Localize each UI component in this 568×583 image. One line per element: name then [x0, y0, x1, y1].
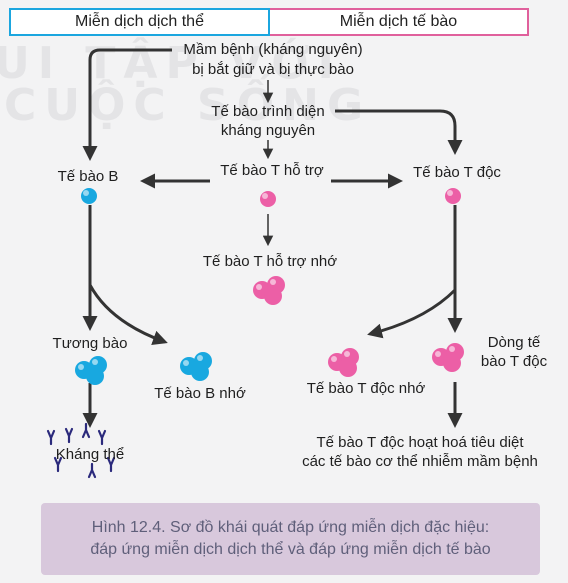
- arrow-b-cell-to-memory-b: [88, 284, 168, 345]
- watermark-line-1: UI TẬP VỚI: [0, 38, 342, 89]
- arrow-apc-to-cytotoxic-t: [335, 109, 463, 155]
- label-pathogen-line2: bị bắt giữ và bị thực bào: [192, 61, 354, 78]
- header-humoral-immunity: Miễn dịch dịch thể: [9, 8, 270, 36]
- memory-b-cells-icon: [180, 352, 212, 381]
- caption-line-1: Hình 12.4. Sơ đồ khái quát đáp ứng miễn …: [91, 519, 490, 536]
- label-memory-cytotoxic-t-cell: Tế bào T độc nhớ: [306, 380, 426, 397]
- label-apc-line1: Tế bào trình diện: [211, 103, 325, 120]
- label-b-cell: Tế bào B: [57, 168, 119, 185]
- figure-caption: Hình 12.4. Sơ đồ khái quát đáp ứng miễn …: [41, 503, 540, 575]
- memory-cytotoxic-t-cells-icon: [328, 348, 359, 377]
- label-pathogen-line1: Mầm bệnh (kháng nguyên): [183, 41, 363, 58]
- antibody-icon: [46, 422, 116, 479]
- label-cytotoxic-line-2: bào T độc: [480, 353, 548, 370]
- label-antibody: Kháng thể: [55, 446, 125, 463]
- memory-helper-t-cells-icon: [253, 276, 285, 305]
- label-result-line2: các tế bào cơ thể nhiễm mầm bệnh: [302, 453, 538, 470]
- arrow-cytotoxic-t-to-memory: [367, 288, 457, 339]
- label-cytotoxic-line-1: Dòng tế: [487, 334, 541, 351]
- helper-t-cell-icon: [260, 191, 276, 207]
- arrow-pathogen-to-b-cell: [82, 48, 172, 161]
- plasma-cells-icon: [75, 356, 107, 385]
- cytotoxic-t-line-cells-icon: [432, 343, 464, 372]
- caption-line-2: đáp ứng miễn dịch dịch thể và đáp ứng mi…: [90, 541, 491, 558]
- label-plasma-cell: Tương bào: [52, 335, 128, 352]
- label-memory-helper-t-cell: Tế bào T hỗ trợ nhớ: [202, 253, 338, 270]
- label-result-line1: Tế bào T độc hoạt hoá tiêu diệt: [316, 434, 524, 451]
- label-apc-line2: kháng nguyên: [220, 122, 316, 139]
- label-cytotoxic-t-cell: Tế bào T độc: [413, 164, 501, 181]
- watermark-line-2: CUỘC SỐNG: [4, 80, 372, 131]
- b-cell-icon: [81, 188, 97, 204]
- label-memory-b-cell: Tế bào B nhớ: [154, 385, 246, 402]
- header-cellular-immunity: Miễn dịch tế bào: [270, 8, 529, 36]
- label-helper-t-cell: Tế bào T hỗ trợ: [220, 162, 324, 179]
- cytotoxic-t-cell-icon: [445, 188, 461, 204]
